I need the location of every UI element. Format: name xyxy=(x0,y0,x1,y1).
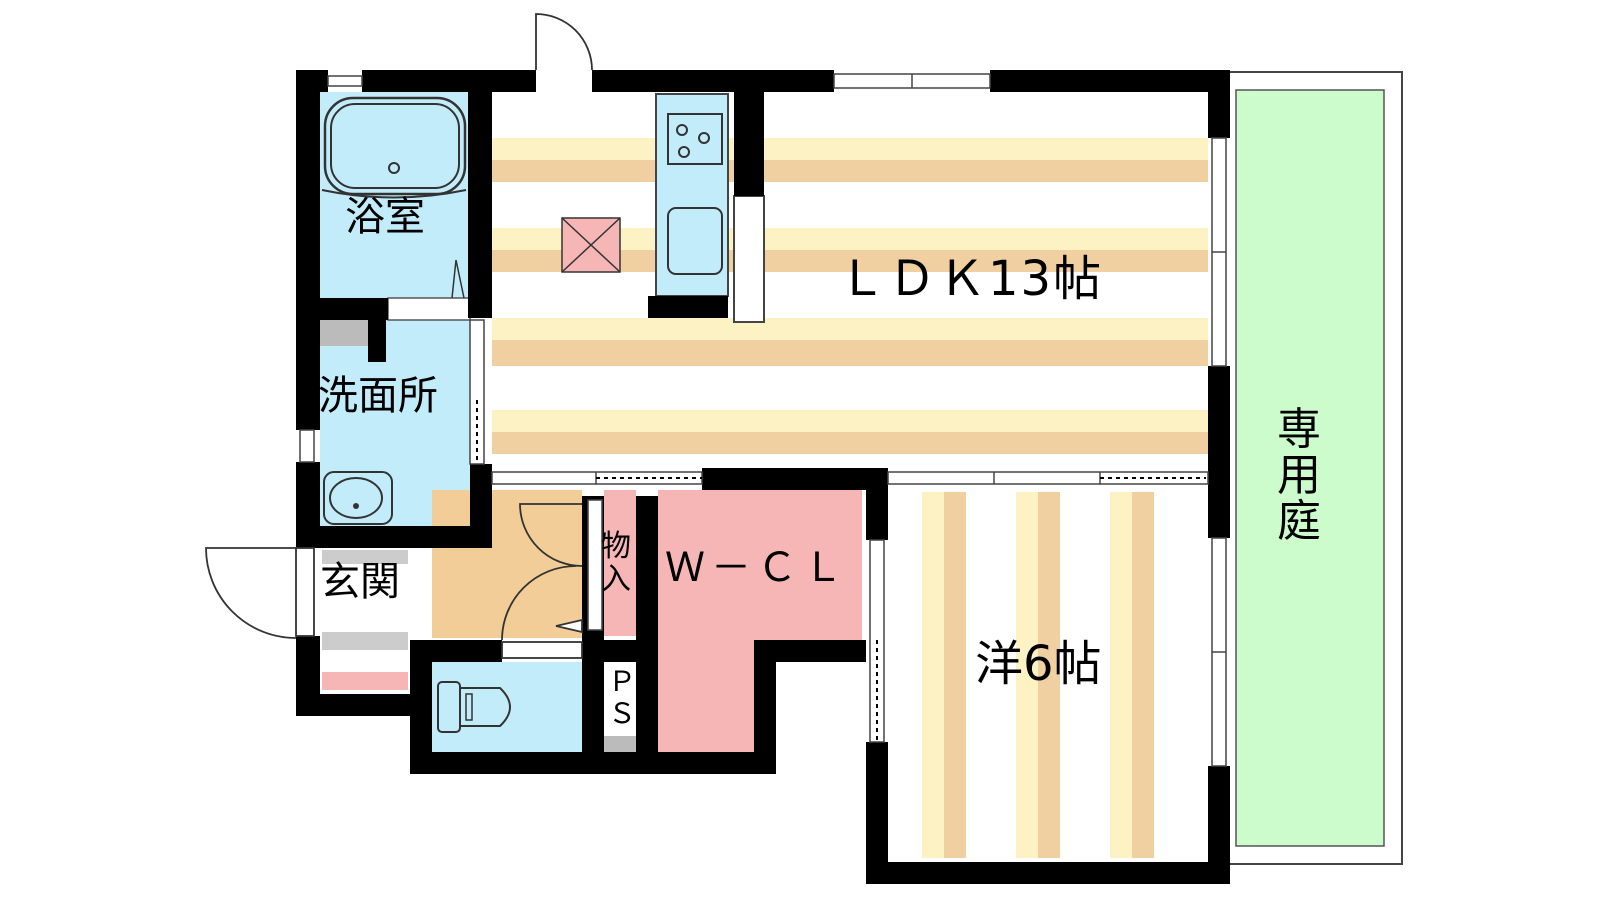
wall xyxy=(296,70,320,430)
toilet-seat-mark xyxy=(465,693,473,721)
ldk-stripe-light xyxy=(492,138,1208,160)
private-garden-label: 専用庭 xyxy=(1277,404,1321,548)
wall xyxy=(362,70,536,92)
stove-burner xyxy=(676,124,688,136)
refrigerator-cross xyxy=(561,217,621,273)
closet-door-swing xyxy=(519,503,583,567)
washbasin-icon xyxy=(323,471,393,525)
ldk-stripe xyxy=(492,160,1208,182)
wall xyxy=(866,468,888,540)
doors xyxy=(205,13,593,659)
wall xyxy=(296,694,416,716)
wall xyxy=(470,464,492,544)
wall xyxy=(754,640,776,774)
sliding-door xyxy=(887,471,1209,485)
pipe-space-bottom xyxy=(604,736,636,752)
ldk-stripe xyxy=(492,340,1208,366)
west-stripe-light xyxy=(1110,492,1132,858)
bath-door-mark xyxy=(451,259,465,299)
bathtub-inner xyxy=(330,103,460,189)
washer-slot xyxy=(320,320,368,346)
kitchen-sink-icon xyxy=(667,207,723,275)
entrance-step xyxy=(322,550,408,564)
wall xyxy=(410,752,776,774)
western-floor-stripes xyxy=(922,492,1154,858)
bathtub-drain xyxy=(388,162,400,174)
walk-in-closet-label: Ｗ－ＣＬ xyxy=(665,545,849,591)
wall xyxy=(990,70,1230,92)
kitchen-panel xyxy=(733,195,765,323)
ldk-stripe-light xyxy=(492,318,1208,340)
bath-partition xyxy=(387,297,471,321)
shoe-box xyxy=(322,672,408,690)
west-stripe xyxy=(1132,492,1154,858)
washroom-label: 洗面所 xyxy=(318,373,438,419)
wall xyxy=(468,92,492,318)
west-stripe xyxy=(1038,492,1060,858)
wall xyxy=(410,640,432,774)
entrance-floor xyxy=(320,552,410,688)
sliding-door xyxy=(587,499,603,631)
walls xyxy=(296,70,1230,884)
wall xyxy=(866,742,888,884)
toilet-door-frame xyxy=(501,641,583,659)
entrance-label: 玄関 xyxy=(320,559,400,605)
bath-wall-line xyxy=(321,189,467,199)
wall xyxy=(734,92,764,196)
window xyxy=(469,319,485,465)
washbasin-bowl xyxy=(329,477,383,519)
stove-burner xyxy=(678,146,690,158)
wall xyxy=(368,320,386,362)
wall xyxy=(866,862,1230,884)
kitchen-counter xyxy=(655,93,729,297)
hall-floor xyxy=(432,490,582,638)
door-dash-marks xyxy=(476,400,1206,740)
bathtub-icon xyxy=(323,96,467,196)
pipe-space-label: ＰＳ xyxy=(608,665,637,731)
storage-label: 物入 xyxy=(601,529,631,597)
west-stripe xyxy=(944,492,966,858)
wall xyxy=(1208,366,1230,538)
ldk-stripe xyxy=(492,432,1208,454)
entrance-door-frame xyxy=(295,547,315,637)
walk-in-closet-floor xyxy=(658,490,862,752)
washbasin-drain xyxy=(353,503,359,509)
ldk-stripe-light xyxy=(492,410,1208,432)
window xyxy=(327,75,363,87)
wall xyxy=(592,70,834,92)
toilet-bowl-icon xyxy=(459,687,511,727)
wall xyxy=(754,640,866,662)
wall xyxy=(636,496,658,752)
storage-floor xyxy=(604,490,636,636)
wall xyxy=(648,296,728,318)
garden-area xyxy=(1235,89,1385,847)
entrance-step xyxy=(322,632,408,650)
entrance-door-swing xyxy=(205,547,297,639)
wall xyxy=(1208,70,1230,138)
west-stripe-light xyxy=(1016,492,1038,858)
wall xyxy=(296,298,388,320)
stove-icon xyxy=(667,113,723,165)
western-room-label: 洋6帖 xyxy=(975,636,1102,692)
west-stripe-light xyxy=(922,492,944,858)
bathroom-label: 浴室 xyxy=(345,194,425,240)
ldk-label: ＬＤＫ13帖 xyxy=(838,251,1104,307)
window xyxy=(299,429,315,463)
door-mark xyxy=(555,618,583,634)
wall xyxy=(1208,766,1230,884)
wall xyxy=(296,526,492,548)
wall xyxy=(410,640,502,662)
toilet-door-swing xyxy=(501,565,577,641)
stove-burner xyxy=(698,132,710,144)
wall xyxy=(702,468,888,490)
toilet-room-floor xyxy=(432,662,582,752)
front-door-swing xyxy=(535,13,593,71)
